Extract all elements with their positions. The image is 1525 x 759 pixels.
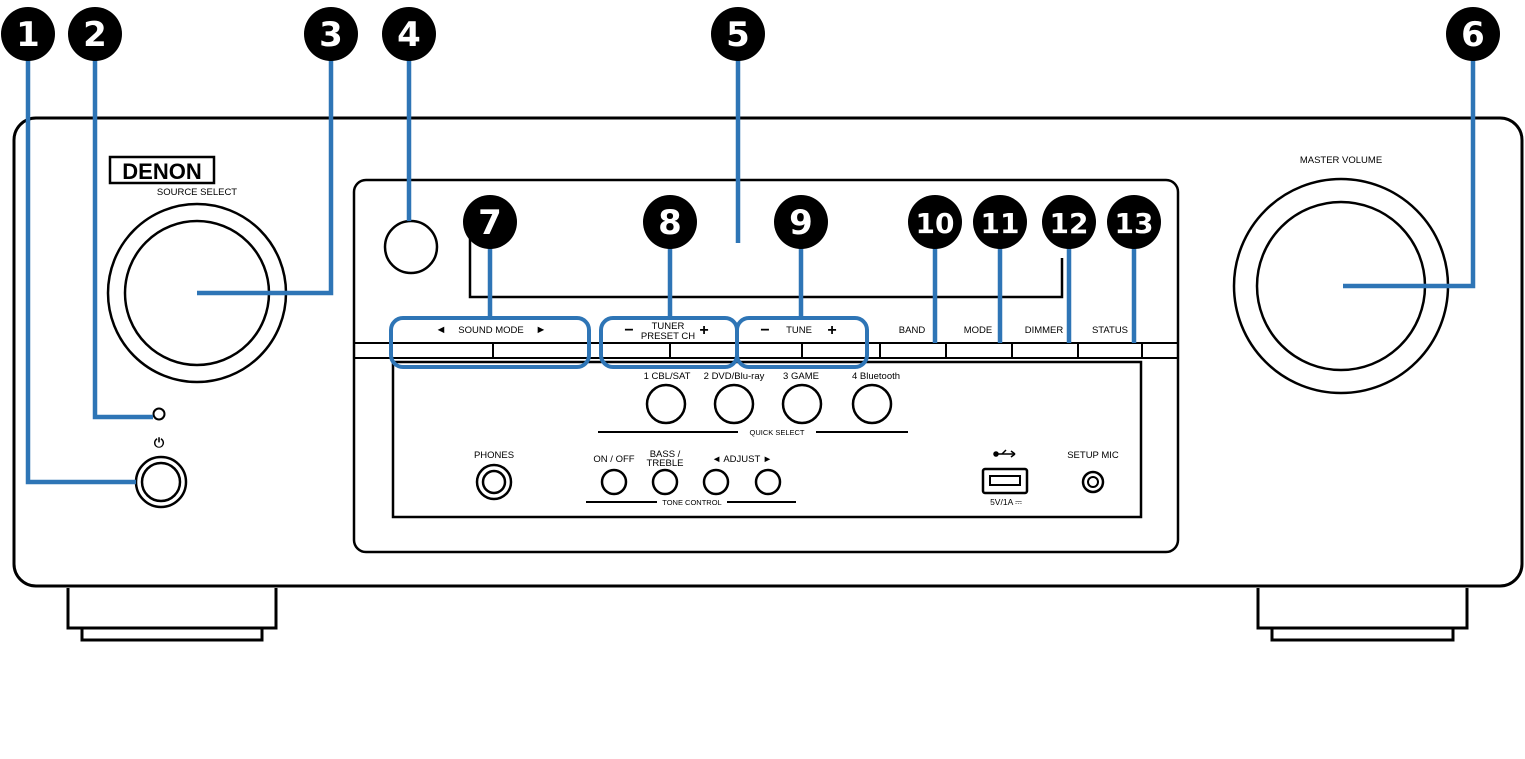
display-window	[468, 215, 1064, 299]
treble-label: TREBLE	[647, 458, 684, 469]
quick-select-1-label: 1 CBL/SAT	[644, 371, 691, 382]
adjust-label: ◄ ADJUST ►	[712, 454, 772, 465]
preset-ch-label: PRESET CH	[641, 331, 695, 342]
usb-port-group: 5V/1A ⎓	[981, 449, 1029, 507]
callout-4: 4	[382, 7, 436, 61]
setup-mic-jack[interactable]	[1081, 470, 1105, 494]
callout-12: 12	[1042, 195, 1096, 249]
sound-mode-right-arrow[interactable]: ►	[536, 324, 547, 336]
quick-select-4-button[interactable]	[851, 383, 893, 425]
quick-select-1-button[interactable]	[645, 383, 687, 425]
preset-minus-button[interactable]: −	[624, 322, 633, 339]
tone-control-label: TONE CONTROL	[662, 498, 721, 507]
usb-icon	[993, 449, 1016, 458]
preset-plus-button[interactable]: +	[699, 322, 708, 339]
tone-on-off-label: ON / OFF	[593, 454, 634, 465]
brand-text: DENON	[122, 159, 201, 184]
callout-11: 11	[973, 195, 1027, 249]
callout-11-number: 11	[981, 207, 1020, 240]
power-symbol-icon: ⏻	[154, 435, 165, 450]
right-foot	[1256, 588, 1469, 642]
tone-on-off-button[interactable]	[600, 468, 628, 496]
callout-12-number: 12	[1050, 207, 1089, 240]
callout-10-number: 10	[916, 207, 955, 240]
callout-4-number: 4	[397, 15, 421, 55]
leader-6	[1343, 52, 1476, 289]
quick-select-label: QUICK SELECT	[749, 428, 804, 437]
callout-6-number: 6	[1461, 15, 1485, 55]
bass-treble-button[interactable]	[651, 468, 679, 496]
leader-3	[197, 52, 334, 296]
callout-1: 1	[1, 7, 55, 61]
callout-9: 9	[774, 195, 828, 249]
leader-lines	[25, 52, 1476, 485]
setup-mic-label: SETUP MIC	[1067, 450, 1119, 461]
master-volume-knob[interactable]	[1232, 177, 1450, 395]
dimmer-button-label[interactable]: DIMMER	[1025, 325, 1064, 336]
callout-7-number: 7	[478, 203, 502, 243]
quick-select-3-label: 3 GAME	[783, 371, 819, 382]
callout-5-number: 5	[726, 15, 750, 55]
callout-2-number: 2	[83, 15, 107, 55]
usb-rating-label: 5V/1A ⎓	[990, 497, 1022, 507]
callout-7: 7	[463, 195, 517, 249]
sound-mode-left-arrow[interactable]: ◄	[436, 324, 447, 336]
callout-8: 8	[643, 195, 697, 249]
tune-plus-button[interactable]: +	[827, 322, 836, 339]
callout-8-number: 8	[658, 203, 682, 243]
callout-9-number: 9	[789, 203, 813, 243]
tune-label: TUNE	[786, 325, 812, 336]
callout-5: 5	[711, 7, 765, 61]
power-button[interactable]	[134, 455, 188, 509]
leader-1	[25, 52, 136, 485]
adjust-left-button[interactable]	[702, 468, 730, 496]
sound-mode-label: SOUND MODE	[458, 325, 523, 336]
quick-select-2-button[interactable]	[713, 383, 755, 425]
phones-jack[interactable]	[475, 463, 513, 501]
callout-13-number: 13	[1115, 207, 1154, 240]
callout-13: 13	[1107, 195, 1161, 249]
status-button-label[interactable]: STATUS	[1092, 325, 1128, 336]
callout-1-number: 1	[16, 15, 40, 55]
callout-6: 6	[1446, 7, 1500, 61]
master-volume-label: MASTER VOLUME	[1300, 155, 1382, 166]
quick-select-group: 1 CBL/SAT 2 DVD/Blu-ray 3 GAME 4 Bluetoo…	[598, 371, 908, 437]
quick-select-2-label: 2 DVD/Blu-ray	[704, 371, 765, 382]
tuner-label: TUNER	[652, 321, 685, 332]
callout-2: 2	[68, 7, 122, 61]
bass-label: BASS /	[650, 449, 681, 460]
source-select-label: SOURCE SELECT	[157, 187, 237, 198]
tone-control-group: ON / OFF BASS / TREBLE ◄ ADJUST ► TONE C…	[586, 449, 796, 507]
remote-sensor	[383, 219, 439, 275]
callout-3-number: 3	[319, 15, 343, 55]
quick-select-4-label: 4 Bluetooth	[852, 371, 900, 382]
callout-3: 3	[304, 7, 358, 61]
tune-minus-button[interactable]: −	[760, 322, 769, 339]
adjust-right-button[interactable]	[754, 468, 782, 496]
phones-label: PHONES	[474, 450, 514, 461]
band-button-label[interactable]: BAND	[899, 325, 926, 336]
top-button-labels: ◄ SOUND MODE ► − TUNER PRESET CH + − TUN…	[436, 321, 1128, 342]
power-indicator	[152, 407, 166, 421]
mode-button-label[interactable]: MODE	[964, 325, 993, 336]
left-foot	[66, 588, 278, 642]
leader-2	[92, 52, 153, 420]
callout-10: 10	[908, 195, 962, 249]
denon-logo: DENON	[108, 155, 216, 185]
quick-select-3-button[interactable]	[781, 383, 823, 425]
